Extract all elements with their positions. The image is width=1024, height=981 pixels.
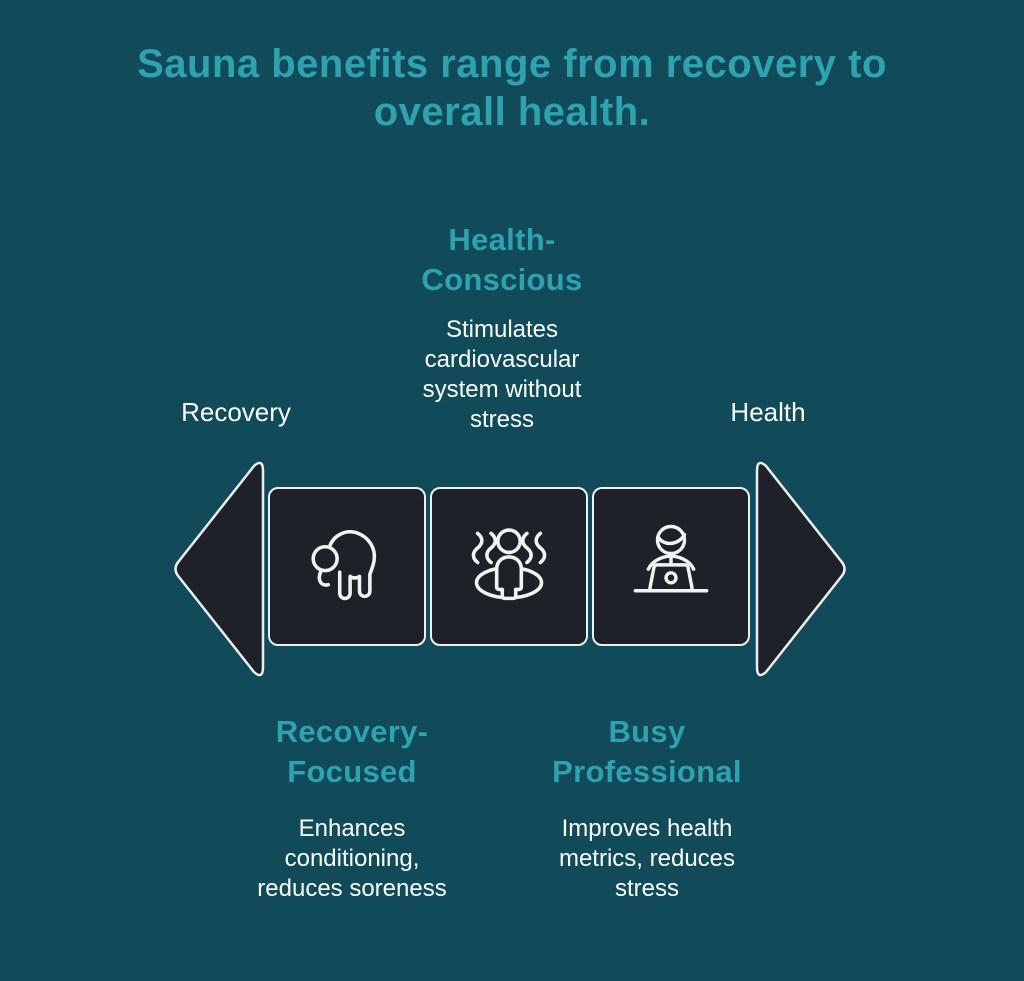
section-title-busy-professional: Busy Professional (552, 714, 742, 789)
section-body-recovery-focused: Enhances conditioning, reduces soreness (257, 815, 447, 902)
stretching-person-icon (311, 529, 377, 600)
section-body-busy-professional: Improves health metrics, reduces stress (558, 815, 736, 902)
spectrum-label-health: Health (730, 397, 806, 427)
arrowhead-left-icon (174, 461, 265, 677)
section-title-health-conscious: Health- Conscious (421, 222, 583, 297)
section-body-health-conscious: Stimulates cardiovascular system without… (422, 316, 582, 433)
spectrum-label-recovery: Recovery (181, 397, 291, 427)
icon-box-busy-professional (592, 487, 750, 646)
sauna-person-icon (471, 527, 547, 600)
icon-box-recovery-focused (268, 487, 426, 646)
section-title-recovery-focused: Recovery- Focused (275, 714, 429, 789)
page-title: Sauna benefits range from recovery to ov… (137, 42, 887, 134)
arrowhead-right-icon (755, 461, 846, 677)
icon-box-health-conscious (430, 487, 588, 646)
laptop-person-icon (633, 524, 709, 592)
